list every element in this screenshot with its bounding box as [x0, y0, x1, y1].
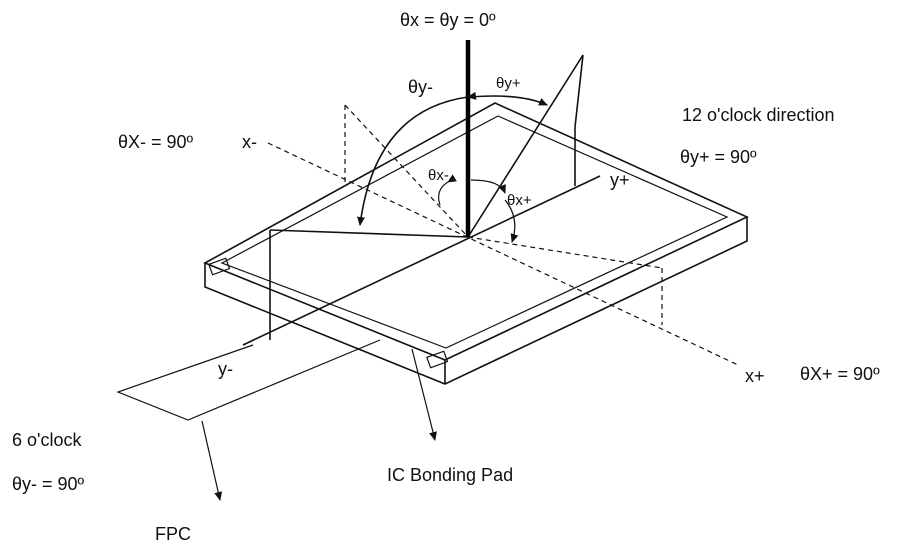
y-plus-label: y+	[610, 170, 630, 190]
x-minus-label: x-	[242, 132, 257, 152]
corner-pad-left	[208, 257, 231, 276]
panel-body	[203, 102, 749, 385]
angle-arcs	[357, 91, 548, 243]
x-plus-label: x+	[745, 366, 765, 386]
theta-y-minus-label: θy-	[408, 77, 433, 97]
theta-x-minus-90-label: θX- = 90º	[118, 132, 194, 152]
theta-y-plus-label: θy+	[496, 75, 521, 92]
ic-bonding-pad-label: IC Bonding Pad	[387, 465, 513, 485]
six-oclock-label: 6 o'clock	[12, 430, 82, 450]
axis-lines	[242, 54, 601, 346]
theta-y-plus-90-label: θy+ = 90º	[680, 147, 757, 167]
pointer-arrows	[201, 348, 437, 501]
theta-x-plus-label: θx+	[507, 192, 532, 209]
y-minus-label: y-	[218, 359, 233, 379]
theta-x-minus-label: θx-	[428, 167, 449, 184]
theta-x-plus-90-label: θX+ = 90º	[800, 364, 880, 384]
corner-pad-right	[426, 350, 449, 369]
twelve-oclock-label: 12 o'clock direction	[682, 105, 835, 125]
dashed-axes	[267, 104, 739, 366]
top-angle-label: θx = θy = 0º	[400, 10, 496, 30]
fpc-label: FPC	[155, 524, 191, 544]
theta-y-minus-90-label: θy- = 90º	[12, 474, 85, 494]
fpc-ribbon	[116, 339, 381, 421]
